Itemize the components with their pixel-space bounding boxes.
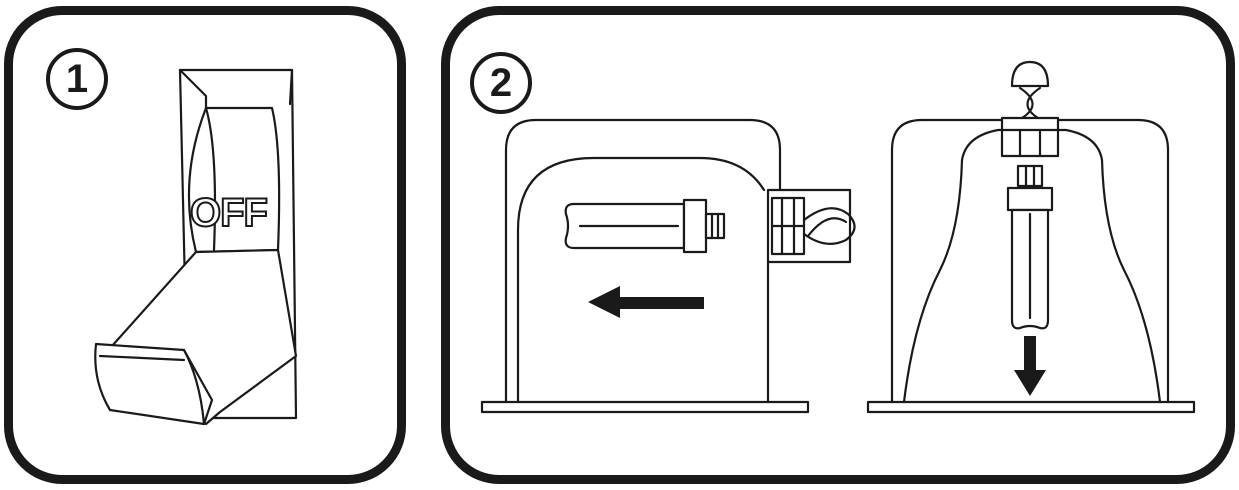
step-2-badge: 2 — [470, 52, 532, 114]
left-fixture-trim — [480, 400, 810, 414]
switch-off-label: OFF — [190, 191, 267, 235]
left-cfl-base — [682, 198, 708, 254]
left-housing-outer — [504, 118, 782, 404]
left-wires — [802, 207, 856, 245]
right-socket — [1000, 116, 1060, 158]
step-1-badge: 1 — [46, 48, 108, 110]
arrow-left-icon — [588, 286, 704, 318]
toggle-lever-tip — [94, 342, 214, 426]
arrow-down-icon — [1014, 336, 1046, 396]
right-fixture-trim — [866, 400, 1196, 414]
wall-switch-illustration: OFF — [94, 68, 298, 426]
horizontal-fixture-illustration — [480, 118, 856, 414]
right-cfl-pins — [1016, 164, 1044, 188]
right-cfl-base — [1006, 186, 1054, 212]
vertical-fixture-illustration — [866, 60, 1196, 414]
right-wire-cap — [1010, 60, 1050, 88]
right-wires — [1018, 86, 1042, 120]
left-reflector — [516, 156, 766, 404]
